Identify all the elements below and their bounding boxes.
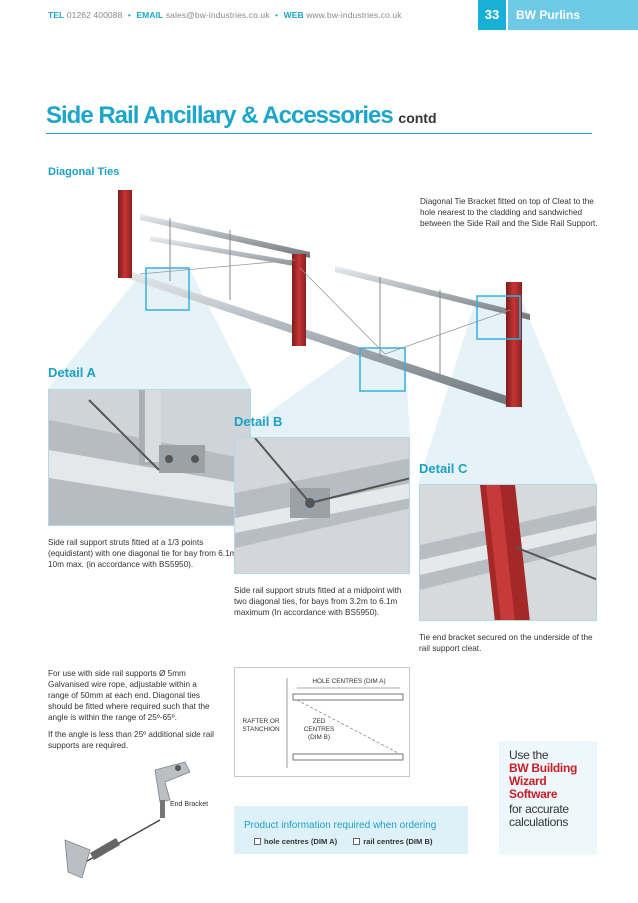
page-title-suffix: contd (398, 110, 437, 126)
separator: • (127, 10, 131, 20)
detail-b-caption: Side rail support struts fitted at a mid… (234, 586, 402, 617)
checkbox-icon[interactable] (254, 838, 261, 845)
rafter-line-1: RAFTER OR (242, 718, 280, 725)
software-promo[interactable]: Use the BW Building Wizard Software for … (499, 741, 597, 855)
tel-label: TEL (48, 10, 65, 20)
title-divider (46, 133, 592, 134)
hole-centres-label: HOLE CENTRES (DIM A) (312, 678, 386, 685)
zed-line-3: (DIM B) (307, 734, 330, 741)
option-rail-centres[interactable]: rail centres (DIM B) (353, 837, 432, 846)
option-hole-centres-label: hole centres (DIM A) (264, 837, 338, 846)
zed-line-2: CENTRES (303, 726, 335, 733)
dimension-diagram: HOLE CENTRES (DIM A) RAFTER OR STANCHION… (234, 667, 410, 777)
detail-c-label: Detail C (419, 461, 468, 476)
end-bracket-illustration (64, 761, 191, 879)
option-hole-centres[interactable]: hole centres (DIM A) (254, 837, 337, 846)
promo-highlight[interactable]: BW Building Wizard Software (509, 761, 578, 801)
detail-c-photo (419, 484, 597, 621)
page-title-main: Side Rail Ancillary & Accessories (46, 102, 394, 129)
checkbox-icon[interactable] (353, 838, 361, 845)
page-title: Side Rail Ancillary & Accessories contd (46, 102, 437, 130)
option-rail-centres-label: rail centres (DIM B) (363, 837, 433, 846)
tel-value[interactable]: 01262 400088 (66, 10, 123, 20)
diagonal-ties-diagram (118, 190, 530, 407)
web-label: WEB (283, 10, 304, 20)
promo-line-1: Use the (509, 748, 549, 762)
bracket-note: Diagonal Tie Bracket fitted on top of Cl… (420, 197, 598, 228)
detail-b-label: Detail B (234, 414, 283, 429)
detail-b-photo (234, 437, 410, 574)
email-label: EMAIL (136, 10, 164, 20)
page-number: 33 (478, 0, 506, 30)
rafter-line-2: STANCHION (242, 726, 280, 733)
wire-rope-text: For use with side rail supports Ø 5mm Ga… (48, 668, 218, 757)
end-bracket-label: End Bracket (170, 801, 209, 808)
ordering-options: hole centres (DIM A) rail centres (DIM B… (254, 837, 432, 846)
section-heading: Diagonal Ties (48, 166, 120, 178)
separator: • (275, 10, 279, 20)
ordering-title: Product information required when orderi… (244, 820, 437, 831)
wire-para-2: If the angle is less than 25º additional… (48, 730, 214, 750)
promo-line-3: for accurate calculations (509, 802, 569, 829)
detail-c-caption: Tie end bracket secured on the underside… (419, 633, 593, 653)
rafter-label: RAFTER OR STANCHION (237, 718, 285, 734)
detail-a-caption: Side rail support struts fitted at a 1/3… (48, 538, 241, 569)
detail-a-label: Detail A (48, 365, 96, 380)
web-link[interactable]: www.bw-industries.co.uk (306, 10, 402, 20)
detail-a-photo (48, 389, 251, 526)
wire-para-1: For use with side rail supports Ø 5mm Ga… (48, 669, 210, 722)
email-link[interactable]: sales@bw-industries.co.uk (165, 10, 270, 20)
header-bar: TEL 01262 400088 • EMAIL sales@bw-indust… (0, 0, 638, 32)
contact-line: TEL 01262 400088 • EMAIL sales@bw-indust… (48, 10, 402, 20)
brand-tab: BW Purlins (508, 0, 638, 30)
zed-centres-label: ZED CENTRES (DIM B) (297, 718, 341, 742)
zed-line-1: ZED (312, 718, 326, 725)
ordering-info-box: Product information required when orderi… (234, 806, 468, 854)
